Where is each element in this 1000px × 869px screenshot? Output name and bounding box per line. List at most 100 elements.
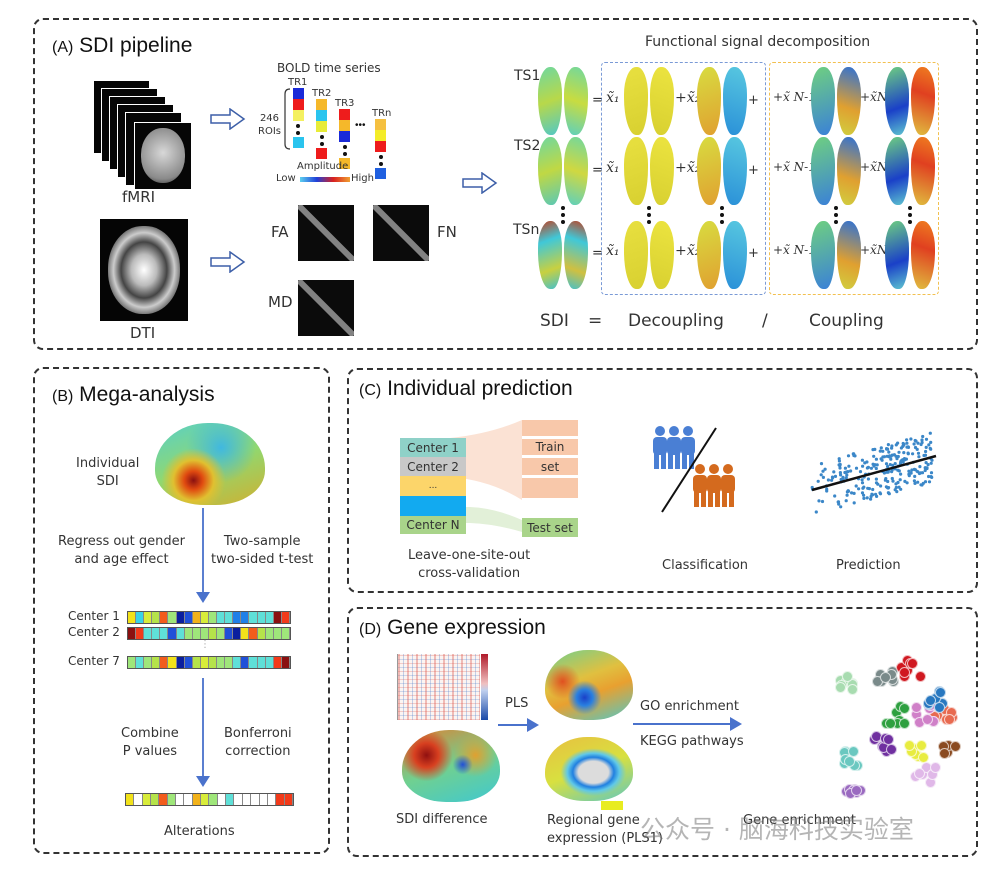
panel-c-individual-prediction <box>347 368 978 593</box>
gene-enrichment-network <box>820 650 970 799</box>
roi-bracket-icon <box>284 88 291 150</box>
center-ellipsis-cell: ... <box>400 476 466 496</box>
panel-a-title: (A) SDI pipeline <box>52 34 192 58</box>
panel-d-title: (D) Gene expression <box>359 616 546 640</box>
enrichment-arrow-line <box>633 723 731 725</box>
plus-sign: + <box>748 246 759 261</box>
md-matrix <box>298 280 354 336</box>
panel-c-title: (C) Individual prediction <box>359 377 573 401</box>
coef-x2: +x̃₂ <box>675 160 701 176</box>
bonferroni-line2: correction <box>225 743 291 759</box>
regress-line1: Regress out gender <box>58 534 185 549</box>
sdi-difference-label: SDI difference <box>396 812 488 827</box>
x1-brain <box>624 221 674 289</box>
xn-1-brain <box>811 221 861 289</box>
tsn-brain <box>538 221 588 289</box>
panel-b-title-text: Mega-analysis <box>79 383 215 406</box>
arrow-right-icon <box>210 251 246 273</box>
fa-matrix <box>298 205 354 261</box>
dti-label: DTI <box>130 324 156 342</box>
alterations-stripe <box>125 793 294 806</box>
ttest-line1: Two-sample <box>223 534 301 549</box>
individual-sdi-line2: SDI <box>96 473 119 489</box>
center-2-stripe <box>127 627 291 640</box>
fn-label: FN <box>437 223 457 241</box>
coef-x2: +x̃₂ <box>675 90 701 106</box>
tsn-label: TSn <box>513 222 540 238</box>
flow-line <box>202 508 204 593</box>
decoupling-box <box>601 62 766 295</box>
watermark-text: 公众号 · 脑海科技实验室 <box>640 815 914 844</box>
pls-arrow-line <box>498 724 528 726</box>
combine-line1: Combine <box>121 726 179 741</box>
equals-sign: = <box>592 163 603 178</box>
formula-sdi: SDI <box>540 311 569 331</box>
arrow-down-icon <box>196 592 210 603</box>
panel-a-sdi-pipeline <box>33 18 978 350</box>
x2-brain <box>697 221 747 289</box>
gene-expression-heatmap <box>397 654 480 720</box>
bold-title: BOLD time series <box>277 61 381 75</box>
combine-line2: P values <box>122 743 178 759</box>
classification-people-icon <box>653 426 735 513</box>
prediction-label: Prediction <box>836 558 901 573</box>
regress-line2: and age effect <box>74 551 169 567</box>
x1-brain <box>624 137 674 205</box>
colorbar-swatch <box>601 801 623 810</box>
fmri-label: fMRI <box>122 188 156 206</box>
center-7-label: Center 7 <box>68 654 120 668</box>
center-blank-cell <box>400 496 466 516</box>
amplitude-high-label: High <box>351 173 374 184</box>
xn-1-brain <box>811 137 861 205</box>
sdi-difference-brain <box>402 730 500 802</box>
ttest-label: Two-sample two-sided t-test <box>211 533 313 568</box>
panel-b-title: (B) Mega-analysis <box>52 383 215 407</box>
md-label: MD <box>268 293 293 311</box>
center-7-stripe <box>127 656 291 669</box>
flow-line <box>202 678 204 778</box>
prediction-scatter-plot <box>810 431 937 514</box>
go-enrichment-label: GO enrichment <box>640 699 740 714</box>
center-2-label: Center 2 <box>68 625 120 639</box>
xn-brain <box>885 67 935 135</box>
alterations-label: Alterations <box>164 824 235 839</box>
coef-xn: +x̃N <box>860 243 888 257</box>
regional-gene-medial-brain <box>545 737 633 801</box>
panel-a-label: (A) <box>52 39 74 56</box>
combine-label: Combine P values <box>121 725 179 760</box>
gene-enrichment-label: Gene enrichment <box>743 813 857 828</box>
xn-brain <box>885 221 935 289</box>
ts1-brain <box>538 67 588 135</box>
panel-d-gene-expression <box>347 607 978 857</box>
formula-decoupling: Decoupling <box>628 311 724 331</box>
individual-sdi-label: Individual SDI <box>76 455 139 490</box>
x2-brain <box>697 67 747 135</box>
trn-label: TRn <box>372 108 392 119</box>
center-1-cell: Center 1 <box>400 438 466 457</box>
regional-gene-line2: expression (PLS1) <box>547 830 664 846</box>
xn-brain <box>885 137 935 205</box>
formula-coupling: Coupling <box>809 311 884 331</box>
equals-sign: = <box>592 93 603 108</box>
panel-a-title-text: SDI pipeline <box>79 34 193 57</box>
individual-sdi-brain <box>155 423 265 505</box>
equals-sign: = <box>592 246 603 261</box>
decomposition-title: Functional signal decomposition <box>645 34 871 50</box>
classification-label: Classification <box>662 558 749 573</box>
regional-gene-label: Regional gene expression (PLS1) <box>547 812 663 847</box>
train-funnel <box>450 420 522 532</box>
plus-sign: + <box>748 93 759 108</box>
coef-xn-1: +x̃ N-1 <box>773 90 816 104</box>
coupling-box <box>769 62 939 295</box>
coef-x1: x̃₁ <box>606 90 620 106</box>
fa-label: FA <box>271 223 289 241</box>
regress-label: Regress out gender and age effect <box>58 533 185 568</box>
arrow-right-icon <box>462 172 498 194</box>
center-1-stripe <box>127 611 291 624</box>
arrow-right-icon <box>210 108 246 130</box>
heatmap-colorbar <box>481 654 488 720</box>
ts1-label: TS1 <box>514 68 541 84</box>
test-set-cell: Test set <box>522 518 578 537</box>
regional-gene-lateral-brain <box>545 650 633 720</box>
arrow-right-icon <box>730 717 742 731</box>
